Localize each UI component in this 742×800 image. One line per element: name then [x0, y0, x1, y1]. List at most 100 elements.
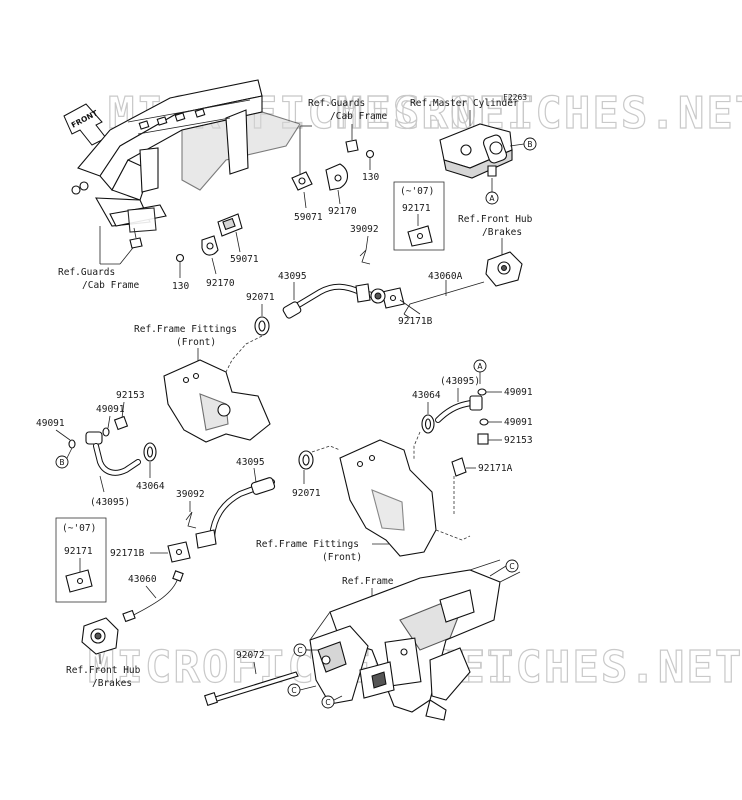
ref-guards-left-line1: Ref.Guards: [58, 267, 115, 278]
ref-guards-top-line2: /Cab Frame: [330, 111, 387, 122]
washer-49091-right-a: [477, 388, 487, 396]
circle-ref-c-c-label: C: [325, 698, 330, 707]
main-frame: [309, 559, 521, 721]
brake-line-43060a: [403, 281, 485, 315]
ref-frame-fittings-left-line2: (Front): [176, 337, 216, 348]
clip-92171b-top: [381, 287, 405, 309]
variant-box-bottom: [55, 517, 107, 603]
part-92153-right: 92153: [504, 435, 533, 446]
circle-ref-c-a-label: C: [297, 646, 302, 655]
clip-92171-bottom: [65, 569, 93, 593]
hose-43095-mid: [195, 477, 276, 549]
part-43064-left: 43064: [136, 481, 165, 492]
clamp-92170-left: [201, 235, 219, 256]
part-43095-paren-left: (43095): [90, 497, 130, 508]
part-59071-left: 59071: [230, 254, 259, 265]
part-43060: 43060: [128, 574, 157, 585]
clamp-92170-top: [325, 163, 349, 191]
part-92170-left: 92170: [206, 278, 235, 289]
circle-ref-c-c: [321, 695, 335, 709]
circle-ref-a-top-label: A: [489, 194, 495, 203]
part-39092-top: 39092: [350, 224, 379, 235]
ref-front-hub-top-line2: /Brakes: [482, 227, 522, 238]
ref-front-hub-top-line1: Ref.Front Hub: [458, 214, 533, 225]
circle-ref-c-right-label: C: [509, 562, 514, 571]
part-130-left: 130: [172, 281, 189, 292]
part-92171a: 92171A: [478, 463, 513, 474]
part-39092-bottom: 39092: [176, 489, 205, 500]
grommet-92071-mid: [298, 450, 314, 470]
ref-frame-fittings-left-line1: Ref.Frame Fittings: [134, 324, 237, 335]
variant-box-top: [393, 181, 445, 251]
part-92072: 92072: [236, 650, 265, 661]
box-year-bottom: (~'07): [62, 523, 96, 534]
front-hub-caliper-top: [485, 251, 523, 287]
box-year-top: (~'07): [400, 186, 434, 197]
circle-ref-a-top: [485, 191, 499, 205]
circle-ref-c-b-label: C: [291, 686, 296, 695]
washer-49091-right-b: [479, 418, 489, 426]
part-43060a: 43060A: [428, 271, 463, 282]
circle-ref-c-b: [287, 683, 301, 697]
grommet-92071-top: [254, 316, 270, 336]
ref-front-hub-bottom-line2: /Brakes: [92, 678, 132, 689]
part-92171-box-bottom: 92171: [64, 546, 93, 557]
watermark-top-right: MICROFICHES.NET: [336, 88, 742, 139]
part-92170-top: 92170: [328, 206, 357, 217]
bolt-130-left: [175, 253, 185, 278]
part-130-top: 130: [362, 172, 379, 183]
part-43064-right: 43064: [412, 390, 441, 401]
clip-59071-top: [291, 171, 313, 191]
clip-92171b-bottom: [167, 541, 191, 563]
part-59071-top: 59071: [294, 212, 323, 223]
ref-guards-left-line2: /Cab Frame: [82, 280, 139, 291]
part-49091-right-a: 49091: [504, 387, 533, 398]
circle-ref-b-left-label: B: [59, 458, 64, 467]
part-43095-top: 43095: [278, 271, 307, 282]
clip-39092-bottom: [185, 511, 197, 529]
diagram-code: F2263: [503, 93, 527, 102]
part-92171-box-top: 92171: [402, 203, 431, 214]
part-43095-mid: 43095: [236, 457, 265, 468]
ref-master-cylinder: Ref.Master Cylinder: [410, 98, 519, 109]
circle-ref-c-right: [505, 559, 519, 573]
part-49091-right-b: 49091: [504, 417, 533, 428]
brake-line-43060: [122, 570, 184, 623]
hose-43095-right: [435, 395, 483, 423]
part-43095-paren-right: (43095): [440, 376, 480, 387]
ref-frame: Ref.Frame: [342, 576, 394, 587]
grommet-43064-left: [143, 442, 157, 462]
circle-ref-c-a: [293, 643, 307, 657]
frame-fitting-left: [163, 359, 271, 443]
front-arrow-icon: FRONT: [63, 103, 107, 146]
bolt-130-top: [365, 149, 375, 170]
master-cylinder: [439, 123, 513, 179]
part-49091-left-b: 49091: [36, 418, 65, 429]
band-92072: [204, 671, 299, 706]
ref-frame-fittings-right-line1: Ref.Frame Fittings: [256, 539, 359, 550]
clip-39092-top: [359, 249, 371, 265]
part-92171b-top: 92171B: [398, 316, 433, 327]
part-92153-left: 92153: [116, 390, 145, 401]
part-92171b-bottom: 92171B: [110, 548, 145, 559]
circle-ref-b-top: [523, 137, 537, 151]
clip-59071-left: [217, 213, 243, 237]
clip-92171a: [451, 457, 467, 477]
ref-guards-top-line1: Ref.Guards: [308, 98, 365, 109]
washer-49091-left-b: [68, 439, 76, 449]
bolt-top-mid: [345, 124, 359, 153]
part-49091-left-a: 49091: [96, 404, 125, 415]
part-92071-mid: 92071: [292, 488, 321, 499]
grommet-43064-right: [421, 414, 435, 434]
banjo-bolt-92153-left: [113, 415, 129, 431]
banjo-bolt-92153-right: [477, 433, 489, 445]
part-92071-top: 92071: [246, 292, 275, 303]
hose-43095-left: [85, 431, 141, 476]
ref-frame-fittings-right-line2: (Front): [322, 552, 362, 563]
circle-ref-b-top-label: B: [527, 140, 532, 149]
hose-43095-top: [282, 283, 386, 319]
cab-frame-guard: [71, 79, 301, 233]
ref-front-hub-bottom-line1: Ref.Front Hub: [66, 665, 141, 676]
front-hub-caliper-bottom: [81, 617, 119, 655]
